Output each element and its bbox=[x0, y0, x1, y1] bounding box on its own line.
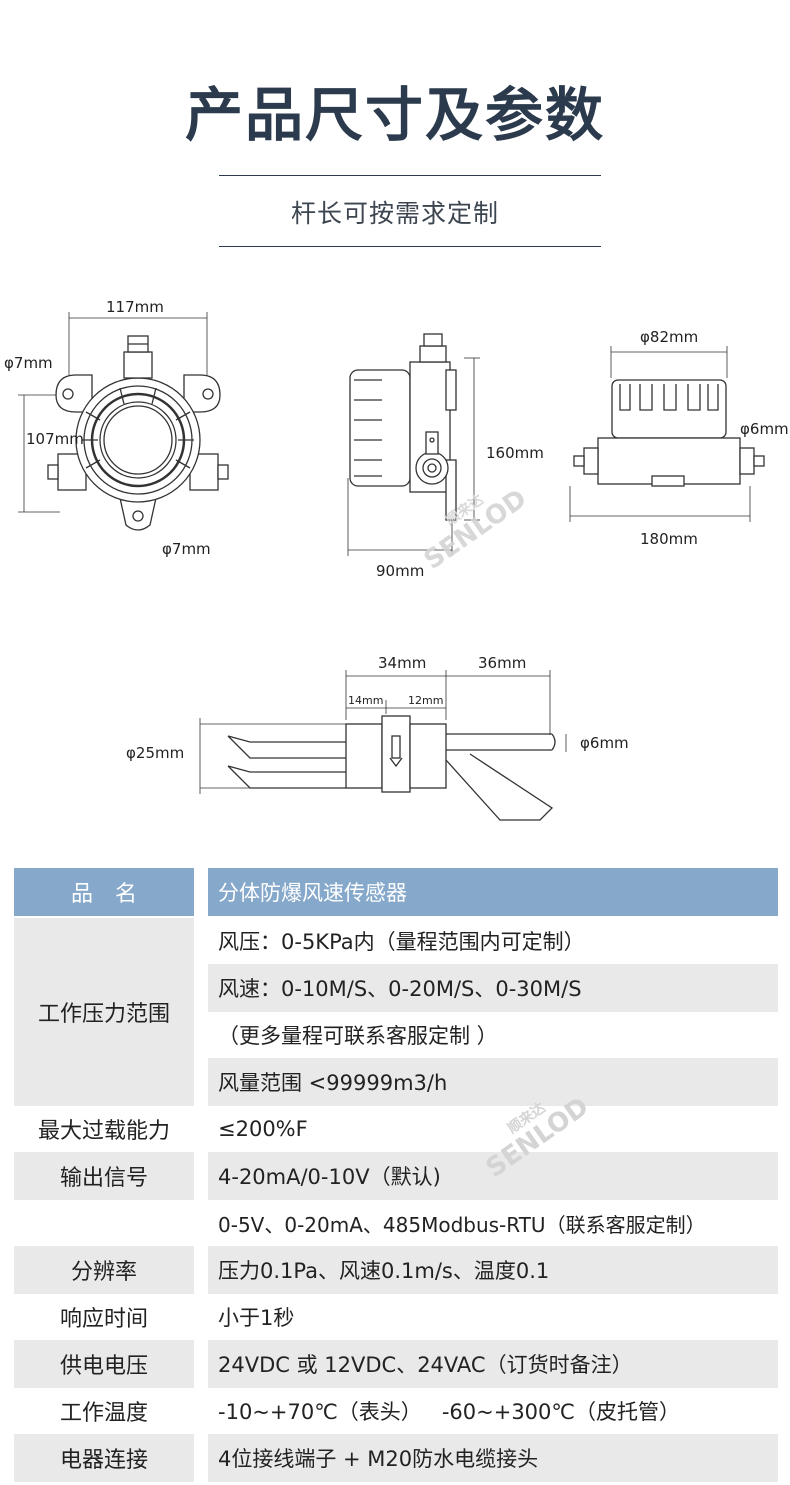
dim-front-height: 107mm bbox=[26, 430, 84, 448]
spec-overload-label: 最大过载能力 bbox=[37, 1119, 170, 1144]
dim-probe-diameter: φ25mm bbox=[126, 744, 184, 762]
side-view-drawing bbox=[347, 333, 480, 556]
spec-output-value-2: 0-5V、0-20mA、485Modbus-RTU（联系客服定制） bbox=[218, 1212, 706, 1237]
dim-probe-a: 14mm bbox=[348, 694, 383, 707]
spec-output-label: 输出信号 bbox=[14, 1152, 194, 1200]
spec-conn-label: 电器连接 bbox=[14, 1434, 194, 1482]
dim-probe-right: 36mm bbox=[478, 654, 526, 672]
spec-range-line-3: （更多量程可联系客服定制 ） bbox=[218, 1024, 498, 1048]
spec-range-line-2: 风速：0-10M/S、0-20M/S、0-30M/S bbox=[208, 964, 778, 1012]
dim-side-depth: 90mm bbox=[376, 562, 424, 580]
dim-top-diameter: φ82mm bbox=[640, 328, 698, 346]
dim-front-hole-left: φ7mm bbox=[4, 354, 53, 372]
spec-resolution-value: 压力0.1Pa、风速0.1m/s、温度0.1 bbox=[208, 1246, 778, 1294]
dim-top-nozzle: φ6mm bbox=[740, 420, 789, 438]
dim-probe-tip: φ6mm bbox=[580, 734, 629, 752]
spec-range-label: 工作压力范围 bbox=[14, 918, 194, 1106]
spec-range-line-1: 风压：0-5KPa内（量程范围内可定制） bbox=[218, 930, 585, 954]
page-subtitle: 杆长可按需求定制 bbox=[290, 199, 499, 228]
dim-side-height: 160mm bbox=[486, 444, 544, 462]
spec-power-value: 24VDC 或 12VDC、24VAC（订货时备注） bbox=[208, 1340, 778, 1388]
spec-resolution-label: 分辨率 bbox=[14, 1246, 194, 1294]
spec-response-label: 响应时间 bbox=[59, 1307, 148, 1332]
probe-drawing bbox=[199, 670, 567, 821]
dim-probe-left: 34mm bbox=[378, 654, 426, 672]
dim-front-hole-bottom: φ7mm bbox=[162, 540, 211, 558]
spec-temp-value: -10~+70℃（表头） -60~+300℃（皮托管） bbox=[218, 1400, 680, 1424]
page-title: 产品尺寸及参数 bbox=[184, 81, 605, 149]
watermark-logo-table: SENLOD 顺来达 bbox=[481, 1092, 595, 1184]
divider-bottom bbox=[219, 246, 601, 247]
spec-conn-value: 4位接线端子 + M20防水电缆接头 bbox=[208, 1434, 778, 1482]
dim-probe-b: 12mm bbox=[408, 694, 443, 707]
spec-temp-label: 工作温度 bbox=[59, 1401, 148, 1426]
dimension-drawings: 117mm φ7mm 107mm φ7mm 160mm 90mm φ82mm φ… bbox=[4, 298, 789, 821]
front-view-drawing bbox=[18, 312, 229, 531]
spec-output-value: 4-20mA/0-10V（默认) bbox=[208, 1152, 778, 1200]
spec-name-value: 分体防爆风速传感器 bbox=[208, 868, 778, 916]
spec-overload-value: ≤200%F bbox=[218, 1117, 308, 1141]
dim-top-length: 180mm bbox=[640, 530, 698, 548]
top-view-drawing bbox=[569, 346, 765, 522]
spec-range-line-4: 风量范围 <99999m3/h bbox=[208, 1058, 778, 1106]
spec-response-value: 小于1秒 bbox=[218, 1306, 295, 1330]
dim-front-width: 117mm bbox=[106, 298, 164, 316]
spec-name-label: 品 名 bbox=[14, 868, 194, 916]
spec-power-label: 供电电压 bbox=[14, 1340, 194, 1388]
divider-top bbox=[219, 175, 601, 176]
